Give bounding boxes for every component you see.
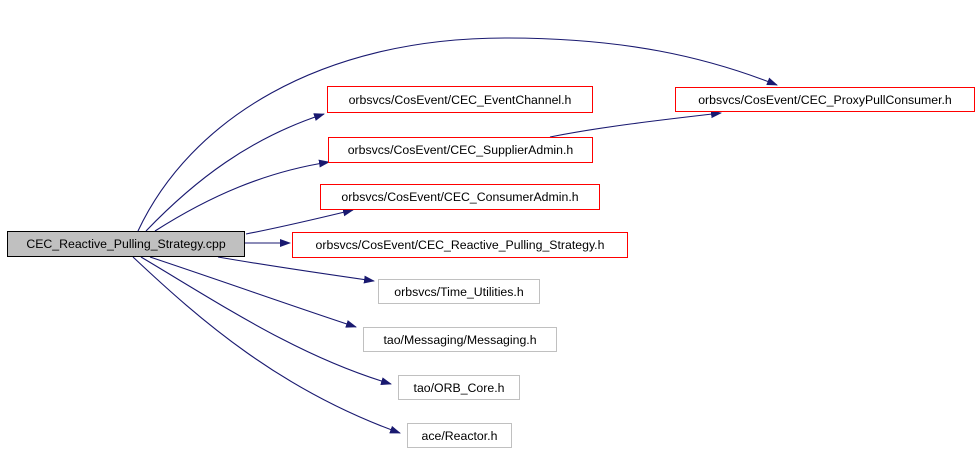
node-reactor-h: ace/Reactor.h [407,423,512,448]
node-label: CEC_Reactive_Pulling_Strategy.cpp [26,237,226,251]
node-label: orbsvcs/CosEvent/CEC_SupplierAdmin.h [347,143,574,157]
node-label: orbsvcs/CosEvent/CEC_ConsumerAdmin.h [341,190,579,204]
node-label: orbsvcs/CosEvent/CEC_ProxyPullConsumer.h [698,92,952,107]
node-cec-eventchannel-h[interactable]: orbsvcs/CosEvent/CEC_EventChannel.h [327,86,593,113]
node-time-utilities-h: orbsvcs/Time_Utilities.h [378,279,540,304]
node-label: orbsvcs/CosEvent/CEC_EventChannel.h [348,92,572,107]
edge-cec-reactive-pulling-strategy-cpp-to-orb-core-h [140,256,392,385]
node-label: tao/Messaging/Messaging.h [383,332,537,347]
edge-cec-reactive-pulling-strategy-cpp-to-cec-eventchannel-h [145,113,325,232]
node-label: orbsvcs/CosEvent/CEC_Reactive_Pulling_St… [315,238,605,252]
node-label: ace/Reactor.h [421,428,498,443]
edge-cec-reactive-pulling-strategy-cpp-to-messaging-h [149,256,357,328]
node-cec-proxypullconsumer-h[interactable]: orbsvcs/CosEvent/CEC_ProxyPullConsumer.h [675,87,975,112]
edge-cec-reactive-pulling-strategy-cpp-to-reactor-h [132,256,401,434]
node-orb-core-h: tao/ORB_Core.h [398,375,520,400]
node-label: tao/ORB_Core.h [413,380,505,395]
edge-cec-reactive-pulling-strategy-cpp-to-cec-supplieradmin-h [154,159,330,232]
node-label: orbsvcs/Time_Utilities.h [394,284,524,299]
edge-cec-reactive-pulling-strategy-cpp-to-time-utilities-h [217,256,375,284]
node-messaging-h: tao/Messaging/Messaging.h [363,327,557,352]
node-cec-reactive-pulling-strategy-cpp: CEC_Reactive_Pulling_Strategy.cpp [7,231,245,257]
node-cec-reactive-pulling-strategy-h[interactable]: orbsvcs/CosEvent/CEC_Reactive_Pulling_St… [292,232,628,258]
node-cec-supplieradmin-h[interactable]: orbsvcs/CosEvent/CEC_SupplierAdmin.h [328,137,593,163]
edge-cec-supplieradmin-h-to-cec-proxypullconsumer-h [549,110,722,138]
node-cec-consumeradmin-h[interactable]: orbsvcs/CosEvent/CEC_ConsumerAdmin.h [320,184,600,210]
edge-cec-reactive-pulling-strategy-cpp-to-cec-proxypullconsumer-h [137,37,778,232]
edge-cec-reactive-pulling-strategy-cpp-to-cec-consumeradmin-h [245,208,354,235]
